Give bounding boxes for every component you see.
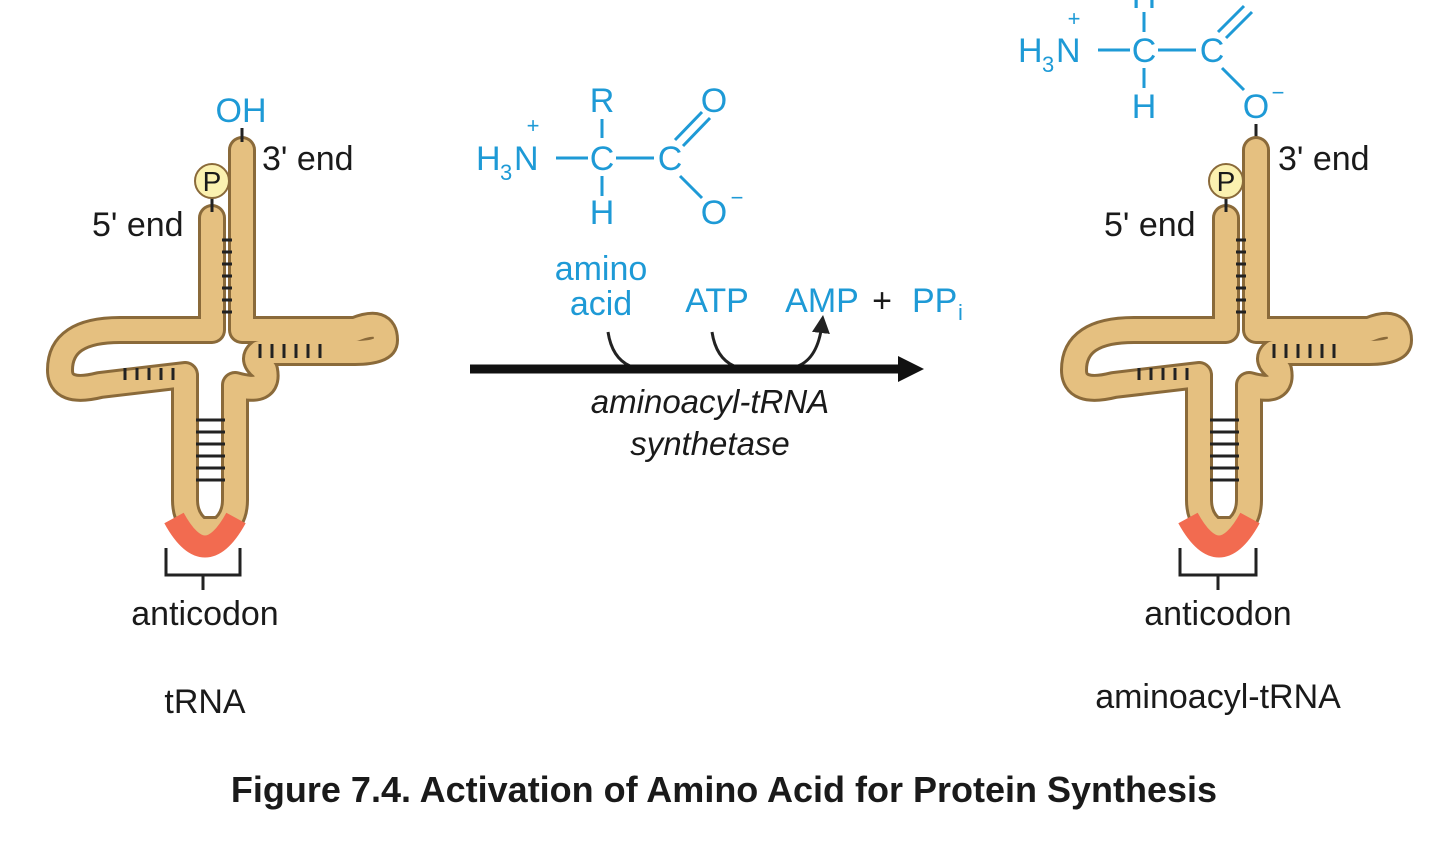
right-amine-n: N — [1056, 32, 1081, 70]
amine-n: N — [514, 140, 539, 178]
alpha-carbon: C — [590, 140, 615, 178]
right-ester-oxygen: O — [1243, 88, 1269, 126]
left-three-prime-label: 3' end — [262, 140, 354, 178]
reaction: amino acid ATP AMP + PP i aminoacyl-tRNA… — [470, 250, 963, 462]
right-ester-minus: − — [1272, 80, 1285, 105]
products-out-curve — [797, 315, 830, 368]
right-five-prime-label: 5' end — [1104, 206, 1196, 244]
amino-acid-structure: R H 3 N + C C H O O − — [476, 82, 743, 232]
left-anticodon-bracket — [164, 548, 242, 590]
atp-label: ATP — [685, 282, 749, 320]
right-trna-backbone — [1060, 136, 1413, 558]
right-anticodon-bracket — [1178, 548, 1258, 590]
amine-sub: 3 — [500, 160, 512, 185]
right-phosphate-label: P — [1217, 166, 1236, 197]
left-anticodon-label: anticodon — [131, 595, 278, 633]
alpha-hydrogen: H — [590, 194, 615, 232]
figure-caption: Figure 7.4. Activation of Amino Acid for… — [231, 769, 1217, 810]
carbonyl-oxygen: O — [701, 82, 727, 120]
atp-in-curve — [710, 331, 735, 368]
right-anticodon-label: anticodon — [1144, 595, 1291, 633]
right-amine-h: H — [1018, 32, 1043, 70]
reaction-arrowhead — [898, 356, 924, 382]
enzyme-line1: aminoacyl-tRNA — [591, 383, 829, 420]
left-trna: P OH 3' end 5' end anticodon tRNA — [46, 92, 399, 721]
amine-h: H — [476, 140, 501, 178]
substrate-in-curve — [606, 331, 631, 368]
substrate-line1: amino — [555, 250, 648, 288]
amp-label: AMP — [785, 282, 859, 320]
r-group: R — [590, 82, 615, 120]
plus-sign: + — [872, 282, 892, 320]
left-five-prime-label: 5' end — [92, 206, 184, 244]
right-amine-plus: + — [1068, 6, 1081, 31]
right-alpha-carbon: C — [1132, 32, 1157, 70]
ppi-label: PP — [912, 282, 957, 320]
left-hydroxyl: OH — [216, 92, 267, 130]
right-attached-amino-acid: H H 3 N + C C H O − — [1018, 0, 1284, 144]
left-trna-name: tRNA — [164, 683, 246, 721]
right-top-hydrogen: H — [1132, 0, 1157, 16]
substrate-line2: acid — [570, 285, 632, 323]
oxide-oxygen: O — [701, 194, 727, 232]
right-phosphate: P — [1208, 163, 1244, 212]
left-trna-backbone — [46, 136, 399, 558]
right-base-pairs — [1137, 238, 1336, 482]
ppi-sub: i — [958, 300, 963, 325]
enzyme-line2: synthetase — [630, 425, 790, 462]
right-carboxyl-carbon: C — [1200, 32, 1225, 70]
amine-plus: + — [527, 113, 540, 138]
left-phosphate: P — [194, 163, 230, 212]
right-bottom-hydrogen: H — [1132, 88, 1157, 126]
left-phosphate-label: P — [203, 166, 222, 197]
carboxyl-carbon: C — [658, 140, 683, 178]
right-trna: H H 3 N + C C H O − — [1018, 0, 1413, 716]
left-base-pairs — [123, 238, 322, 482]
oxide-minus: − — [731, 185, 744, 210]
right-three-prime-label: 3' end — [1278, 140, 1370, 178]
right-trna-name: aminoacyl-tRNA — [1095, 678, 1341, 716]
right-amine-sub: 3 — [1042, 52, 1054, 77]
